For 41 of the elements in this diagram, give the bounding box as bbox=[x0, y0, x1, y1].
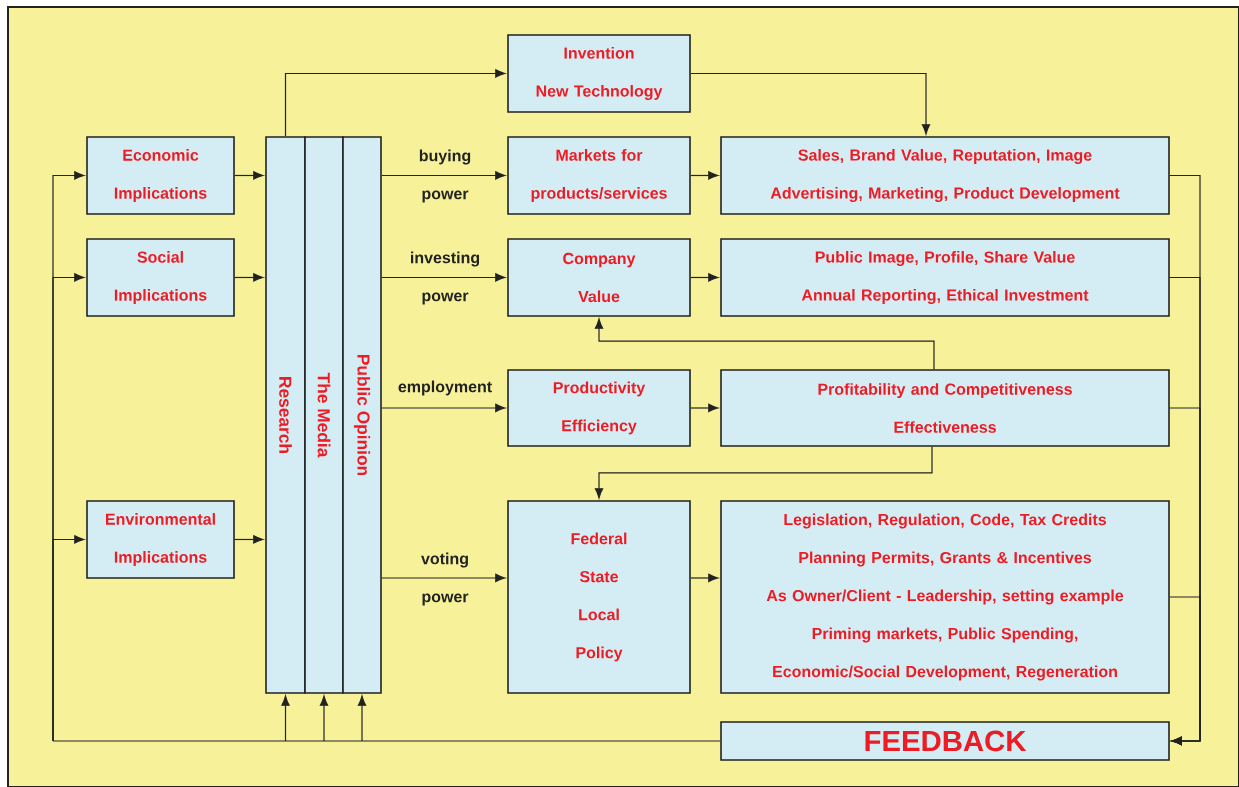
column-box: The Media bbox=[304, 136, 344, 694]
process-box: Social Implications bbox=[86, 238, 235, 317]
process-box: Public Image, Profile, Share Value Annual Reporting, Ethical Investment bbox=[720, 238, 1170, 317]
arrow bbox=[690, 72, 931, 135]
column-box: Research bbox=[265, 136, 306, 694]
arrow bbox=[594, 446, 933, 499]
process-box: Productivity Efficiency bbox=[507, 369, 691, 447]
process-box: Sales, Brand Value, Reputation, Image Advertising, Marketing, Product Development bbox=[720, 136, 1170, 215]
arrow bbox=[281, 695, 290, 742]
arrow bbox=[1169, 596, 1201, 746]
arrow bbox=[690, 273, 719, 282]
arrow bbox=[319, 695, 329, 742]
column-box: Public Opinion bbox=[342, 136, 382, 694]
arrow bbox=[234, 171, 264, 180]
process-box: Federal State Local Policy bbox=[507, 500, 691, 694]
edge-label: buying power bbox=[419, 149, 471, 203]
arrow bbox=[594, 318, 935, 370]
process-box: Legislation, Regulation, Code, Tax Credits Planning Permits, Grants & Incentives As Owner/Client - Leadership, setting example Priming markets, Public Spending, Economic/Social Development, Regeneration bbox=[720, 500, 1170, 694]
feedback-box: FEEDBACK bbox=[720, 721, 1170, 761]
process-box: Environmental Implications bbox=[86, 500, 235, 579]
arrow bbox=[52, 535, 85, 742]
arrow bbox=[234, 535, 264, 544]
process-box: Markets for products/services bbox=[507, 136, 691, 215]
arrow bbox=[284, 69, 506, 137]
arrow bbox=[357, 695, 367, 742]
arrow bbox=[690, 403, 719, 413]
process-box: Invention New Technology bbox=[507, 34, 691, 113]
arrow bbox=[690, 171, 719, 180]
feedback-line bbox=[52, 740, 721, 742]
arrow bbox=[234, 273, 264, 282]
process-box: Economic Implications bbox=[86, 136, 235, 215]
edge-label: investing power bbox=[411, 251, 480, 305]
arrow bbox=[381, 273, 506, 282]
process-box: Company Value bbox=[507, 238, 691, 317]
process-box: Profitability and Competitiveness Effectiveness bbox=[720, 369, 1170, 447]
arrow bbox=[381, 403, 506, 413]
edge-label: employment bbox=[398, 380, 492, 396]
arrow bbox=[381, 573, 506, 583]
edge-label: voting power bbox=[421, 552, 469, 606]
arrow bbox=[381, 171, 506, 180]
arrow bbox=[690, 573, 719, 583]
